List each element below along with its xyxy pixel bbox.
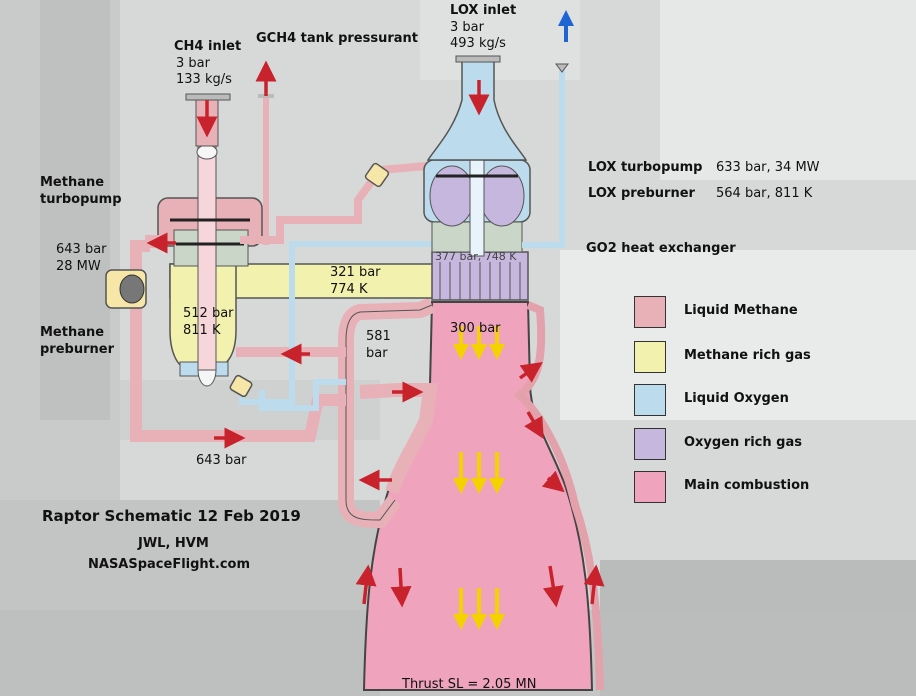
ch4-inlet-flow: 133 kg/s <box>176 72 232 87</box>
preburner-state: 512 bar 811 K <box>183 306 234 338</box>
methane-turbopump-label: Methane turbopump <box>40 175 122 207</box>
legend-label: Liquid Oxygen <box>684 391 789 406</box>
lox-inlet-pressure: 3 bar <box>450 20 484 35</box>
methane-turbopump-stats: 643 bar 28 MW <box>56 242 107 274</box>
legend-item-methane-rich-gas: Methane rich gas <box>634 341 904 373</box>
ox-manifold-state: 377 bar, 748 K <box>435 250 517 263</box>
lox-preburner-name: LOX preburner <box>588 186 695 201</box>
legend-label: Liquid Methane <box>684 303 798 318</box>
main-combustion-nozzle <box>362 301 594 691</box>
ch4-inlet-pressure: 3 bar <box>176 56 210 71</box>
thrust-label: Thrust SL = 2.05 MN <box>402 677 537 692</box>
legend-swatch <box>634 471 666 503</box>
legend-label: Main combustion <box>684 478 810 493</box>
legend-swatch <box>634 296 666 328</box>
legend-swatch <box>634 341 666 373</box>
credits-site: NASASpaceFlight.com <box>88 557 251 572</box>
legend-swatch <box>634 384 666 416</box>
legend-swatch <box>634 428 666 460</box>
legend-item-liquid-methane: Liquid Methane <box>634 296 904 328</box>
methane-preburner-label: Methane preburner <box>40 325 114 357</box>
cooling-return-state: 581 bar <box>366 329 391 361</box>
lox-inlet-title: LOX inlet <box>450 3 517 18</box>
gas-duct-state: 321 bar 774 K <box>330 265 381 297</box>
legend-item-main-combustion: Main combustion <box>634 471 904 503</box>
lox-inlet-flow: 493 kg/s <box>450 36 506 51</box>
gch4-tank-label: GCH4 tank pressurant <box>256 31 418 46</box>
bottom-line-pressure: 643 bar <box>196 453 247 468</box>
legend-item-liquid-oxygen: Liquid Oxygen <box>634 384 904 416</box>
credits-title: Raptor Schematic 12 Feb 2019 <box>42 507 301 525</box>
credits-authors: JWL, HVM <box>138 536 209 551</box>
chamber-pressure: 300 bar <box>450 321 501 336</box>
legend-label: Oxygen rich gas <box>684 435 802 450</box>
lox-turbopump-stats: 633 bar, 34 MW <box>716 160 820 175</box>
legend-label: Methane rich gas <box>684 348 811 363</box>
go2-heat-exchanger-label: GO2 heat exchanger <box>586 241 736 256</box>
ch4-inlet-title: CH4 inlet <box>174 39 242 54</box>
lox-turbopump-name: LOX turbopump <box>588 160 703 175</box>
lox-preburner-stats: 564 bar, 811 K <box>716 186 813 201</box>
legend-item-oxygen-rich-gas: Oxygen rich gas <box>634 428 904 460</box>
